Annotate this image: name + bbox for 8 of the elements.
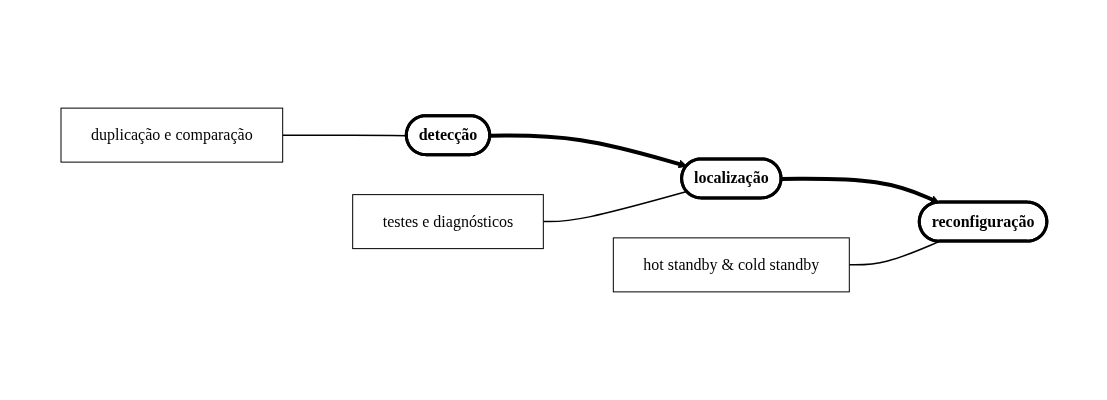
connector [281,134,408,137]
connector [542,190,688,223]
node-box: hot standby & cold standby [612,237,850,293]
arrow [489,133,687,169]
node-box: testes e diagnósticos [351,194,544,250]
node-box: duplicação e comparação [60,107,283,163]
connector [848,240,940,266]
arrow [781,176,940,204]
